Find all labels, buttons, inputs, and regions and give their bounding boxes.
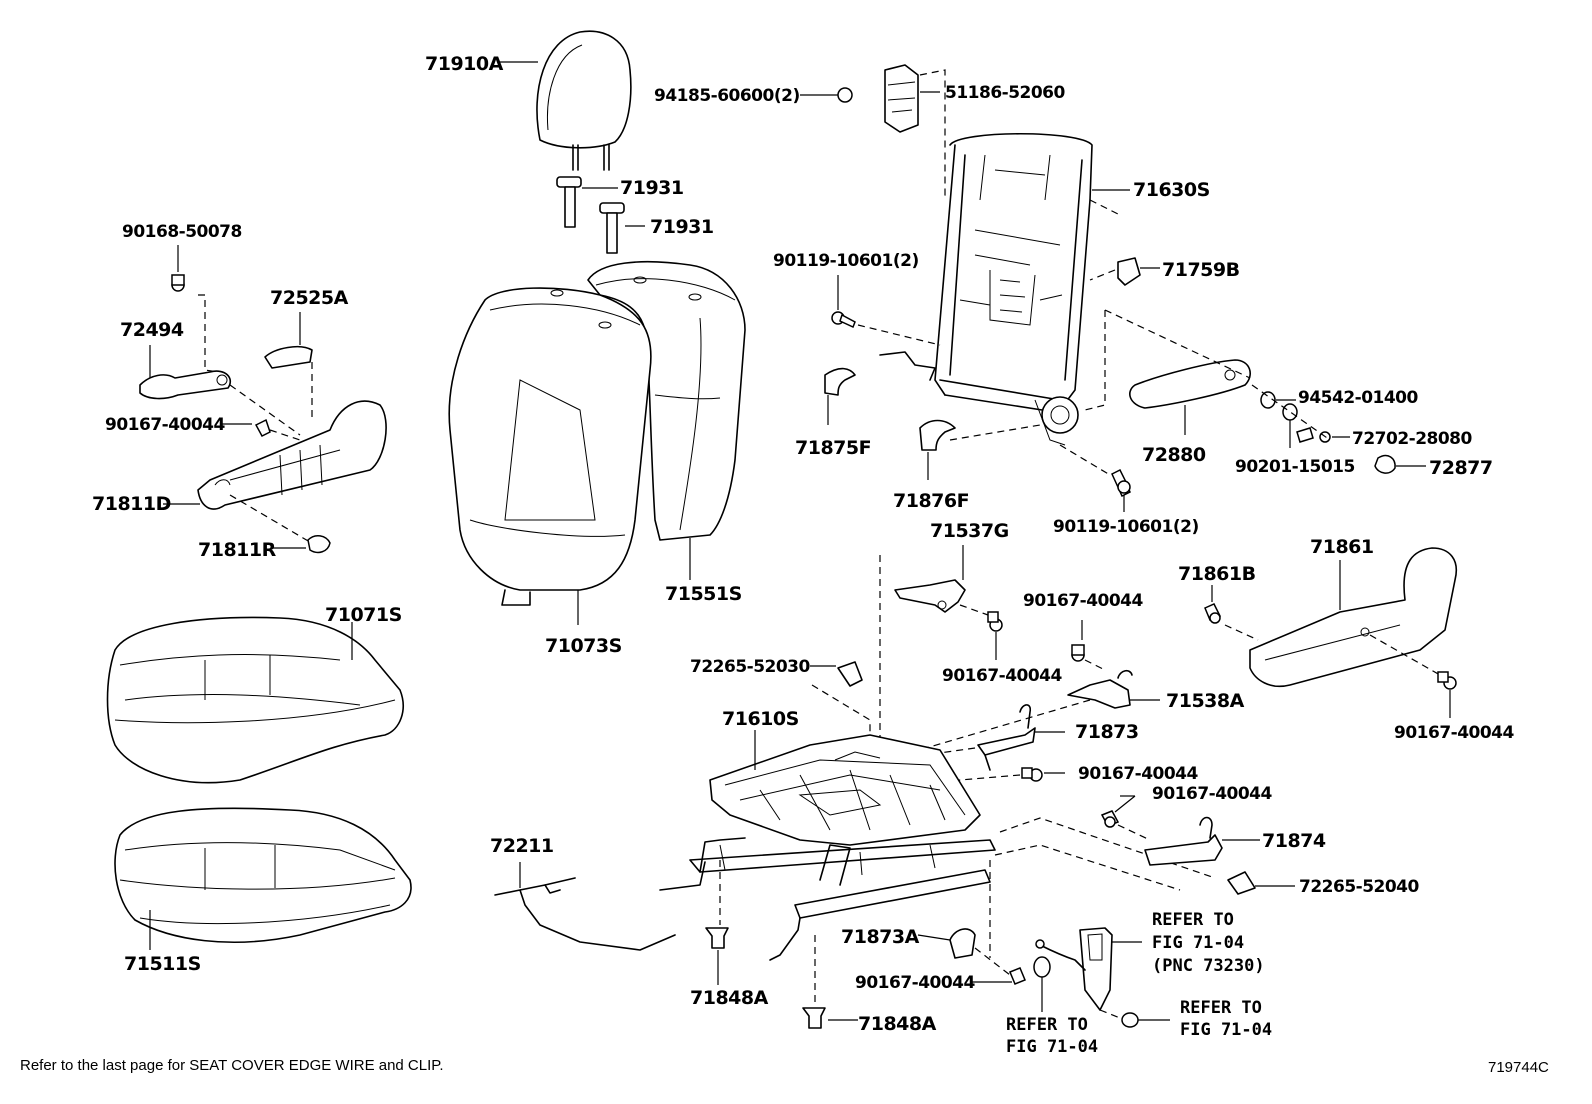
ref1-line3: (PNC 73230) — [1152, 956, 1265, 976]
label-cushion-frame: 71610S — [722, 708, 799, 730]
footer: Refer to the last page for SEAT COVER ED… — [20, 1057, 1549, 1076]
label-hr-support: 51186-52060 — [945, 83, 1066, 103]
label-screw-40044-left: 90167-40044 — [105, 415, 226, 435]
part-labels: 71910A 94185-60600(2) 51186-52060 71931 … — [92, 53, 1515, 1035]
label-back-frame: 71630S — [1133, 179, 1210, 201]
label-shield-71861: 71861 — [1310, 536, 1374, 558]
right-shield-drawing — [1204, 547, 1457, 718]
headrest-drawing — [500, 30, 632, 171]
label-hr-clip: 94185-60600(2) — [654, 86, 800, 106]
label-shield-71861b: 71861B — [1178, 563, 1256, 585]
label-headrest: 71910A — [425, 53, 504, 75]
label-wire-72211: 72211 — [490, 835, 554, 857]
label-bolt-10601-top: 90119-10601(2) — [773, 251, 919, 271]
reference-notes: REFER TO FIG 71-04 (PNC 73230) REFER TO … — [1006, 910, 1272, 1057]
label-knob-72525a: 72525A — [270, 287, 349, 309]
ref2-line1: REFER TO — [1180, 998, 1262, 1018]
label-cap-71848a-2: 71848A — [858, 1013, 937, 1035]
label-screw-90168: 90168-50078 — [122, 222, 242, 242]
center-brackets-drawing — [810, 545, 1160, 786]
label-screw-72702: 72702-28080 — [1352, 429, 1473, 449]
seat-back-cover-drawing — [448, 287, 652, 625]
ref2-line2: FIG 71-04 — [1180, 1020, 1272, 1040]
wire-72211-drawing — [494, 862, 676, 951]
ref1-line1: REFER TO — [1152, 910, 1234, 930]
frame-covers-drawing — [824, 367, 1131, 512]
label-cushion-cover: 71071S — [325, 604, 402, 626]
ref3-line1: REFER TO — [1006, 1015, 1088, 1035]
clip-71759b-drawing — [1089, 257, 1160, 286]
headrest-guides-drawing — [556, 176, 645, 254]
label-shield-71811d: 71811D — [92, 493, 171, 515]
label-screw-40044-c: 90167-40044 — [1078, 764, 1199, 784]
label-cap-72877: 72877 — [1429, 457, 1493, 479]
label-bracket-71538a: 71538A — [1166, 690, 1245, 712]
label-clip-72265-52040: 72265-52040 — [1299, 877, 1420, 897]
caps-71848a-drawing — [705, 860, 858, 1029]
label-cover-71875f: 71875F — [795, 437, 871, 459]
frame-left-bracket-drawing — [831, 275, 941, 381]
label-cover-71873a: 71873A — [841, 926, 920, 948]
label-screw-40044-a: 90167-40044 — [1023, 591, 1144, 611]
label-clip-72265-52030: 72265-52030 — [690, 657, 811, 677]
label-bolt-10601-bottom: 90119-10601(2) — [1053, 517, 1199, 537]
cushion-cover-drawing — [106, 616, 404, 784]
label-clip-71811r: 71811R — [198, 539, 277, 561]
label-clip-71759b: 71759B — [1162, 259, 1240, 281]
ref3-line2: FIG 71-04 — [1006, 1037, 1098, 1057]
label-cushion-pad: 71511S — [124, 953, 201, 975]
label-washer-94542: 94542-01400 — [1298, 388, 1419, 408]
label-washer-90201: 90201-15015 — [1235, 457, 1355, 477]
label-screw-40044-e: 90167-40044 — [855, 973, 976, 993]
footer-note: Refer to the last page for SEAT COVER ED… — [20, 1057, 444, 1074]
seat-back-frame-drawing — [934, 133, 1130, 446]
label-screw-40044-d: 90167-40044 — [1152, 784, 1273, 804]
buckle-area-drawing — [917, 860, 1170, 1028]
label-cap-71848a-1: 71848A — [690, 987, 769, 1009]
label-back-cover: 71551S — [665, 583, 742, 605]
cushion-frame-drawing — [659, 730, 996, 961]
left-side-parts-drawing — [139, 245, 387, 554]
label-back-pad: 71073S — [545, 635, 622, 657]
label-screw-40044-right: 90167-40044 — [1394, 723, 1515, 743]
bracket-71874-drawing — [994, 795, 1295, 895]
label-guide-2: 71931 — [650, 216, 714, 238]
label-cover-71876f: 71876F — [893, 490, 969, 512]
label-screw-40044-b: 90167-40044 — [942, 666, 1063, 686]
armrest-drawing — [1084, 309, 1426, 474]
figure-id: 719744C — [1488, 1059, 1549, 1076]
headrest-support-drawing — [800, 64, 946, 196]
cushion-pad-drawing — [114, 807, 412, 950]
label-bracket-71537g: 71537G — [930, 520, 1009, 542]
label-guide-1: 71931 — [620, 177, 684, 199]
label-bracket-71873: 71873 — [1075, 721, 1139, 743]
label-armrest-72880: 72880 — [1142, 444, 1206, 466]
label-bracket-71874: 71874 — [1262, 830, 1326, 852]
ref1-line2: FIG 71-04 — [1152, 933, 1244, 953]
label-lever-72494: 72494 — [120, 319, 184, 341]
